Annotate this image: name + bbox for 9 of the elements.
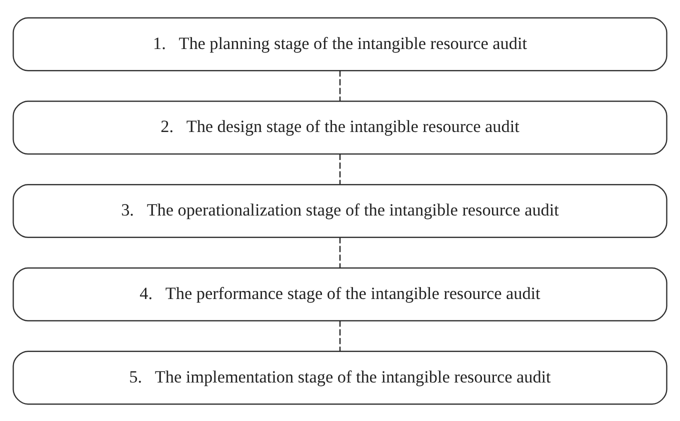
- connector: [339, 70, 341, 100]
- node-box: 1. The planning stage of the intangible resource audit: [12, 16, 668, 71]
- connector: [339, 236, 341, 268]
- connector: [339, 154, 341, 184]
- node-box: 4. The performance stage of the intangible resource audit: [12, 266, 668, 321]
- node-box: 3. The operationalization stage of the intangible resource audit: [12, 184, 668, 238]
- node-box: 5. The implementation stage of the intangible resource audit: [12, 350, 668, 404]
- connector: [339, 320, 341, 351]
- node-box: 2. The design stage of the intangible resource audit: [12, 100, 668, 154]
